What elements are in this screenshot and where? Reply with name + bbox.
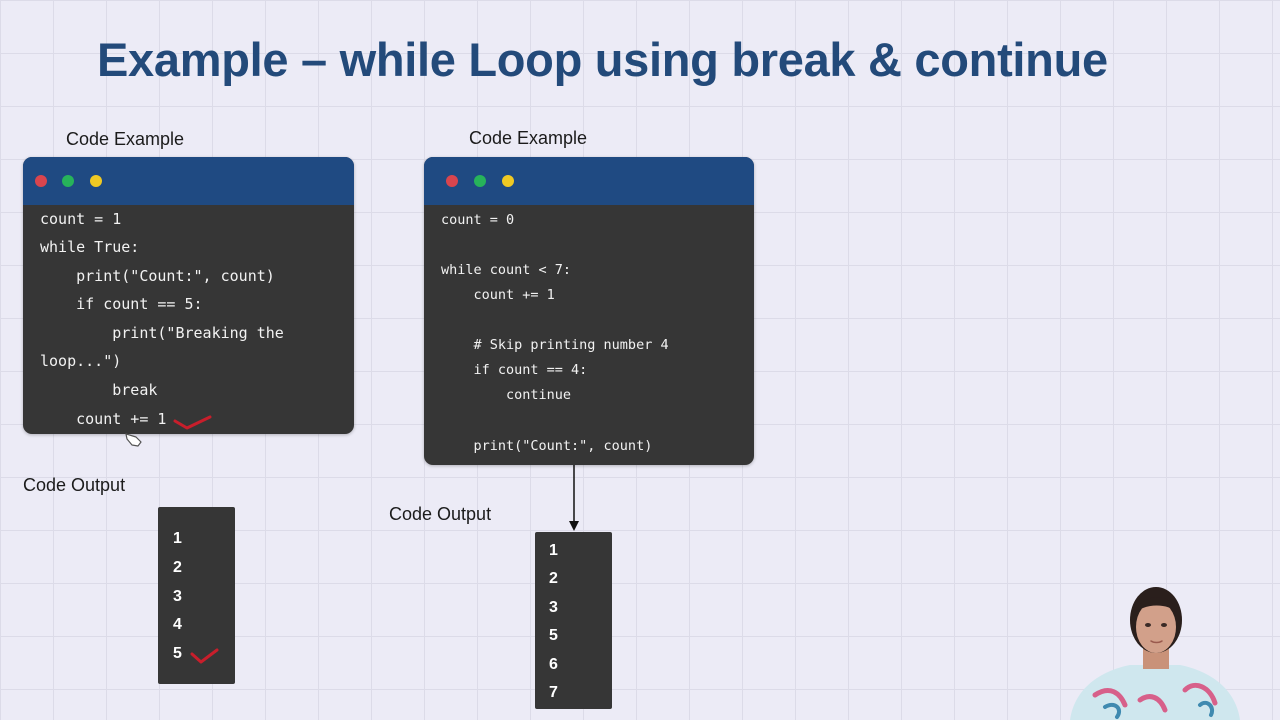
slide-title: Example – while Loop using break & conti… bbox=[97, 33, 1108, 86]
code-line: loop...") bbox=[40, 352, 122, 370]
code-line: count += 1 bbox=[40, 410, 167, 428]
output-line: 5 bbox=[549, 627, 558, 644]
checkmark-annotation-icon bbox=[190, 648, 219, 664]
output-line: 4 bbox=[173, 616, 182, 633]
code-line: count = 1 bbox=[40, 210, 122, 228]
code-output-box-continue: 1 2 3 5 6 7 bbox=[535, 532, 612, 709]
code-output-label-1: Code Output bbox=[23, 475, 126, 495]
code-window-continue: count = 0 while count < 7: count += 1 # … bbox=[424, 157, 754, 465]
presenter-video-icon bbox=[1070, 587, 1240, 720]
output-line: 6 bbox=[549, 656, 558, 673]
code-line: count += 1 bbox=[441, 287, 555, 303]
code-example-label-2: Code Example bbox=[469, 128, 588, 148]
minimize-dot-icon bbox=[90, 175, 102, 187]
code-line: print("Count:", count) bbox=[40, 267, 275, 285]
output-line: 5 bbox=[173, 645, 182, 662]
code-window-break: count = 1 while True: print("Count:", co… bbox=[23, 157, 354, 434]
output-line: 2 bbox=[173, 559, 182, 576]
code-output-label-2: Code Output bbox=[389, 504, 492, 524]
code-output-box-break: 1 2 3 4 5 bbox=[158, 507, 235, 684]
maximize-dot-icon bbox=[474, 175, 486, 187]
maximize-dot-icon bbox=[62, 175, 74, 187]
hand-cursor-icon bbox=[125, 433, 142, 447]
close-dot-icon bbox=[446, 175, 458, 187]
code-example-label-1: Code Example bbox=[66, 129, 185, 149]
output-line: 7 bbox=[549, 684, 558, 701]
code-line: count = 0 bbox=[441, 212, 515, 228]
output-line: 3 bbox=[549, 599, 558, 616]
code-line: break bbox=[40, 381, 158, 399]
code-line: continue bbox=[441, 387, 572, 403]
code-line: print("Breaking the bbox=[40, 324, 284, 342]
output-line: 1 bbox=[173, 530, 182, 547]
output-line: 1 bbox=[549, 542, 558, 559]
code-line: if count == 5: bbox=[40, 295, 203, 313]
code-line: print("Count:", count) bbox=[441, 438, 653, 454]
minimize-dot-icon bbox=[502, 175, 514, 187]
output-line: 3 bbox=[173, 588, 182, 605]
code-line: # Skip printing number 4 bbox=[441, 337, 669, 353]
checkmark-annotation-icon bbox=[173, 415, 212, 430]
code-line: while True: bbox=[40, 238, 140, 256]
close-dot-icon bbox=[35, 175, 47, 187]
code-line: while count < 7: bbox=[441, 262, 572, 278]
flow-arrow-icon bbox=[569, 465, 579, 531]
window-title-bar bbox=[424, 157, 754, 205]
code-line: if count == 4: bbox=[441, 362, 588, 378]
output-line: 2 bbox=[549, 570, 558, 587]
window-title-bar bbox=[23, 157, 354, 205]
